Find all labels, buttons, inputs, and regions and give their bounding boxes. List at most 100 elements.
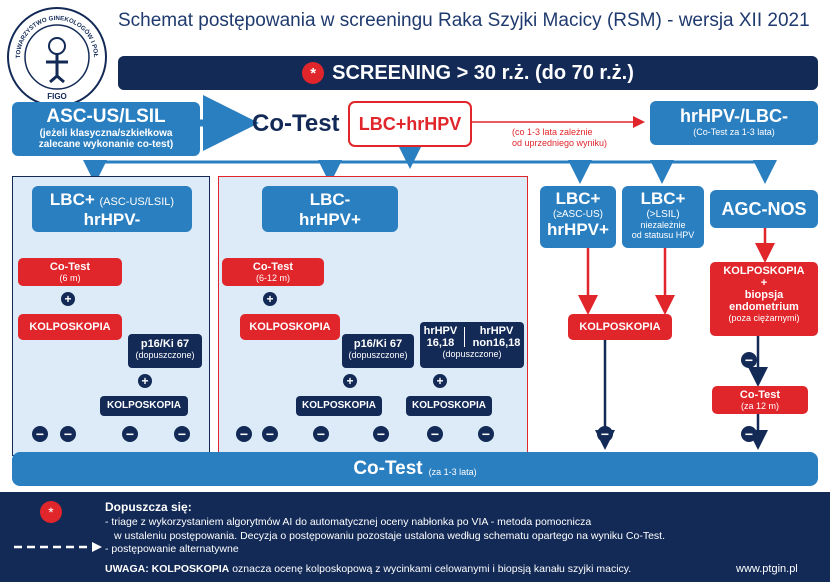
- branch1-kolposkopia: KOLPOSKOPIA: [18, 314, 122, 340]
- branch1-cotest: Co-Test (6 m): [18, 258, 122, 286]
- branch34-kolposkopia: KOLPOSKOPIA: [568, 314, 672, 340]
- branch1-kolposkopia-2: KOLPOSKOPIA: [100, 396, 188, 416]
- branch2-p16: p16/Ki 67 (dopuszczone): [342, 334, 414, 368]
- ascus-note1: (jeżeli klasyczna/szkiełkowa: [39, 128, 173, 139]
- branch2-cotest-sub: (6-12 m): [255, 273, 290, 283]
- branch4-range: (>LSIL): [646, 209, 680, 220]
- footer-heading: Dopuszcza się:: [105, 500, 192, 514]
- branch5-kolposkopia-biopsja: KOLPOSKOPIA + biopsja endometrium (poza …: [710, 262, 818, 336]
- asterisk-icon: *: [40, 501, 62, 523]
- branch5-kolpo: KOLPOSKOPIA: [723, 265, 805, 277]
- branch2-cotest-label: Co-Test: [252, 261, 294, 273]
- plus-icon: +: [343, 374, 357, 388]
- screening-banner: * SCREENING > 30 r.ż. (do 70 r.ż.): [118, 56, 818, 90]
- hpv1618-label: hrHPV: [423, 325, 458, 337]
- branch4-note1: niezależnie: [640, 220, 686, 230]
- branch4-head: LBC+ (>LSIL) niezależnie od statusu HPV: [622, 186, 704, 248]
- branch5-endometrium: endometrium: [729, 301, 799, 313]
- footer-warning: UWAGA: KOLPOSKOPIA oznacza ocenę kolposk…: [105, 563, 631, 575]
- ptgip-logo: POLSKIE TOWARZYSTWO GINEKOLOGÓW I POŁOŻN…: [3, 0, 108, 108]
- minus-icon: −: [741, 352, 757, 368]
- lbc-hrhpv-box: LBC+hrHPV: [348, 101, 472, 147]
- branch2-kolposkopia-2: KOLPOSKOPIA: [296, 396, 382, 416]
- branch2-hpv-sub: (dopuszczone): [442, 349, 502, 359]
- branch3-range: (≥ASC-US): [553, 209, 603, 220]
- plus-icon: +: [138, 374, 152, 388]
- warning-label: UWAGA:: [105, 563, 149, 575]
- minus-icon: −: [427, 426, 443, 442]
- minus-icon: −: [741, 426, 757, 442]
- hpv1618-value: 16,18: [426, 337, 455, 349]
- branch1-p16-label: p16/Ki 67: [140, 338, 190, 350]
- branch1-head: LBC+ (ASC-US/LSIL) hrHPV-: [32, 186, 192, 232]
- hpvnon-label: hrHPV: [479, 325, 514, 337]
- branch2-lbc: LBC-: [309, 190, 351, 209]
- branch5-cotest-label: Co-Test: [739, 389, 781, 401]
- minus-icon: −: [174, 426, 190, 442]
- branch1-paren: (ASC-US/LSIL): [99, 196, 175, 208]
- banner-text: SCREENING > 30 r.ż. (do 70 r.ż.): [332, 61, 634, 84]
- branch3-hpv: hrHPV+: [547, 220, 609, 239]
- footer-item1-line2: w ustaleniu postępowania. Decyzja o post…: [114, 530, 665, 542]
- branch2-cotest: Co-Test (6-12 m): [222, 258, 324, 286]
- branch4-note2: od statusu HPV: [631, 230, 695, 240]
- hpvnon-value: non16,18: [472, 337, 521, 349]
- branch1-hpv: hrHPV-: [83, 210, 141, 229]
- bottom-cotest-label: Co-Test: [353, 458, 423, 479]
- negative-box: hrHPV-/LBC- (Co-Test za 1-3 lata): [650, 101, 818, 145]
- branch3-lbc: LBC+: [555, 189, 601, 208]
- page-title: Schemat postępowania w screeningu Raka S…: [118, 10, 810, 31]
- negative-note: (Co-Test za 1-3 lata): [693, 127, 775, 137]
- branch1-p16-sub: (dopuszczone): [135, 350, 195, 360]
- minus-icon: −: [262, 426, 278, 442]
- minus-icon: −: [60, 426, 76, 442]
- plus-icon: +: [61, 292, 75, 306]
- branch5-biopsja: biopsja: [744, 289, 784, 301]
- branch2-head: LBC- hrHPV+: [262, 186, 398, 232]
- asterisk-icon: *: [302, 62, 325, 84]
- branch2-kolposkopia-3: KOLPOSKOPIA: [406, 396, 492, 416]
- bottom-cotest-sub: (za 1-3 lata): [428, 467, 477, 477]
- ascus-note2: zalecane wykonanie co-test): [38, 139, 174, 150]
- interval-note-1: (co 1-3 lata zależnie: [512, 127, 593, 137]
- branch1-cotest-label: Co-Test: [49, 261, 91, 273]
- branch5-head: AGC-NOS: [710, 190, 818, 228]
- branch3-head: LBC+ (≥ASC-US) hrHPV+: [540, 186, 616, 248]
- interval-note-2: od uprzedniego wyniku): [512, 138, 608, 148]
- minus-icon: −: [478, 426, 494, 442]
- cotest-label: Co-Test: [252, 110, 340, 137]
- branch4-lbc: LBC+: [640, 189, 686, 208]
- minus-icon: −: [32, 426, 48, 442]
- warning-rest: oznacza ocenę kolposkopową z wycinkami c…: [232, 563, 632, 575]
- branch2-p16-label: p16/Ki 67: [353, 338, 403, 350]
- footer-dash-legend: - postępowanie alternatywne: [105, 543, 239, 555]
- branch1-cotest-sub: (6 m): [59, 273, 81, 283]
- plus-icon: +: [263, 292, 277, 306]
- minus-icon: −: [313, 426, 329, 442]
- negative-title: hrHPV-/LBC-: [680, 106, 788, 126]
- branch2-p16-sub: (dopuszczone): [348, 350, 408, 360]
- minus-icon: −: [373, 426, 389, 442]
- branch5-note: (poza ciężarnymi): [728, 313, 800, 323]
- branch5-plus: +: [760, 277, 768, 289]
- branch2-kolposkopia: KOLPOSKOPIA: [240, 314, 340, 340]
- branch5-cotest-sub: (za 12 m): [740, 401, 779, 411]
- branch1-lbc: LBC+: [49, 190, 95, 209]
- minus-icon: −: [122, 426, 138, 442]
- dashed-arrow-legend-icon: [14, 542, 102, 552]
- footer-legend: [0, 492, 830, 582]
- ascus-title: ASC-US/LSIL: [46, 106, 166, 127]
- ascus-lsil-box: ASC-US/LSIL (jeżeli klasyczna/szkiełkowa…: [12, 102, 200, 156]
- logo-figo-text: FIGO: [47, 92, 67, 101]
- branch2-hpv: hrHPV+: [299, 210, 361, 229]
- footer-url[interactable]: www.ptgin.pl: [736, 563, 798, 575]
- branch5-cotest: Co-Test (za 12 m): [712, 386, 808, 414]
- footer-item1-line1: - triage z wykorzystaniem algorytmów AI …: [105, 516, 592, 528]
- bottom-cotest-bar: Co-Test (za 1-3 lata): [12, 452, 818, 486]
- branch1-p16: p16/Ki 67 (dopuszczone): [128, 334, 202, 368]
- warning-bold: KOLPOSKOPIA: [151, 563, 230, 575]
- minus-icon: −: [597, 426, 613, 442]
- minus-icon: −: [236, 426, 252, 442]
- plus-icon: +: [433, 374, 447, 388]
